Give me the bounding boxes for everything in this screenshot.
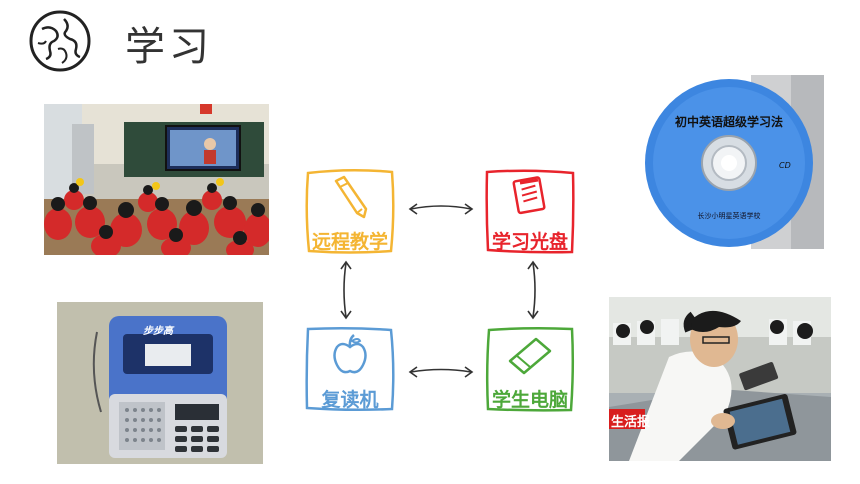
cd-title-text: 初中英语超级学习法: [674, 115, 783, 129]
cd-small-text: CD: [779, 161, 791, 170]
classroom-photo: [44, 104, 269, 255]
repeater-photo: 步步高: [57, 302, 263, 464]
card-remote-teaching[interactable]: 远程教学: [304, 167, 396, 255]
pencil-icon: [334, 175, 368, 219]
arrow-disc-computer: [527, 260, 539, 320]
cd-bottom-text: 长沙小明星英语学校: [697, 212, 761, 220]
card-student-computer[interactable]: 学生电脑: [484, 325, 576, 413]
cd-photo: 初中英语超级学习法 CD 长沙小明星英语学校: [641, 75, 824, 249]
arrow-remote-repeater: [340, 260, 352, 320]
card-student-computer-label: 学生电脑: [491, 389, 568, 411]
card-learning-disc[interactable]: 学习光盘: [484, 167, 576, 255]
page-title: 学习: [125, 24, 213, 70]
globe-icon: [29, 10, 91, 72]
arrow-remote-disc: [408, 203, 474, 215]
apple-icon: [333, 334, 367, 374]
students-photo: 生活报: [609, 297, 831, 461]
arrow-repeater-computer: [408, 366, 474, 378]
card-repeater[interactable]: 复读机: [304, 325, 396, 413]
card-remote-teaching-label: 远程教学: [311, 231, 388, 253]
notebook-icon: [512, 176, 546, 215]
card-repeater-label: 复读机: [321, 389, 379, 411]
card-learning-disc-label: 学习光盘: [491, 231, 568, 253]
students-watermark: 生活报: [611, 415, 651, 430]
eraser-icon: [508, 337, 552, 375]
repeater-brand-text: 步步高: [143, 326, 173, 337]
